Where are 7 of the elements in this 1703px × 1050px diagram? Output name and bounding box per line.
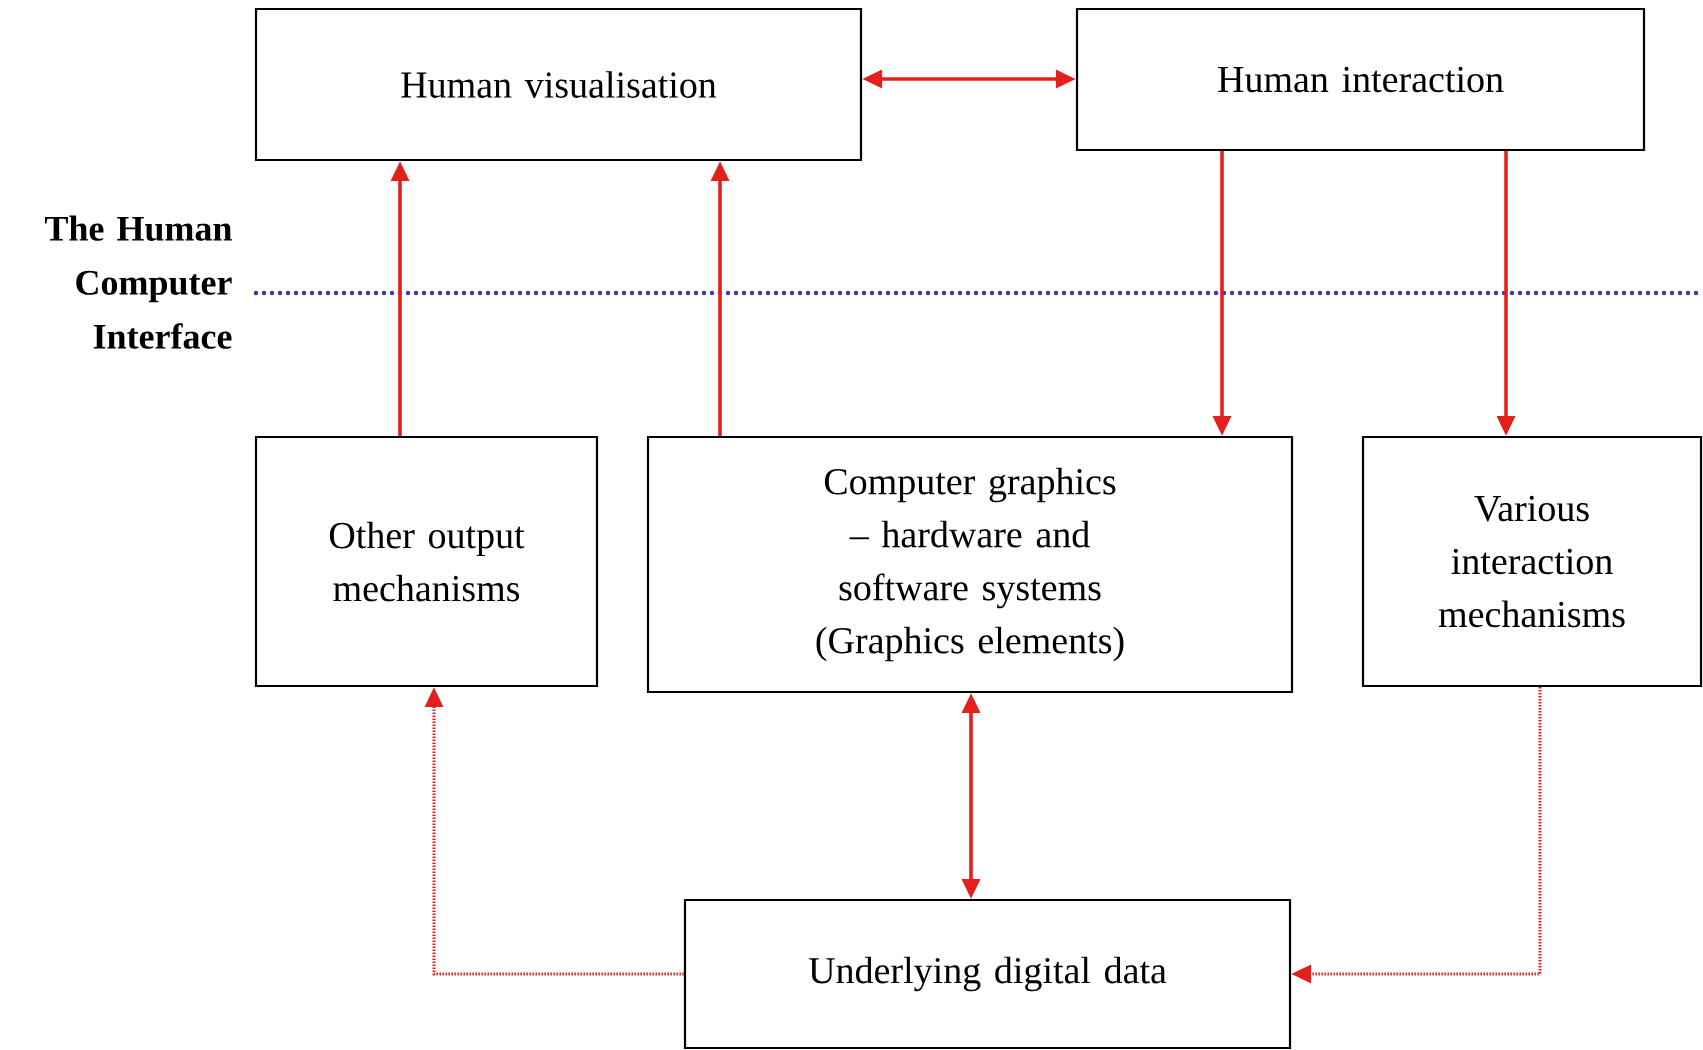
side-label: The Human Computer Interface xyxy=(45,215,232,349)
process-box: Other output mechanisms xyxy=(254,435,599,688)
process-box: Human interaction xyxy=(1075,7,1646,152)
process-box: Underlying digital data xyxy=(683,898,1292,1050)
process-box: Computer graphics – hardware and software systems (Graphics elements) xyxy=(646,435,1294,694)
process-box: Human visualisation xyxy=(254,7,863,162)
process-box: Various interaction mechanisms xyxy=(1361,435,1703,688)
